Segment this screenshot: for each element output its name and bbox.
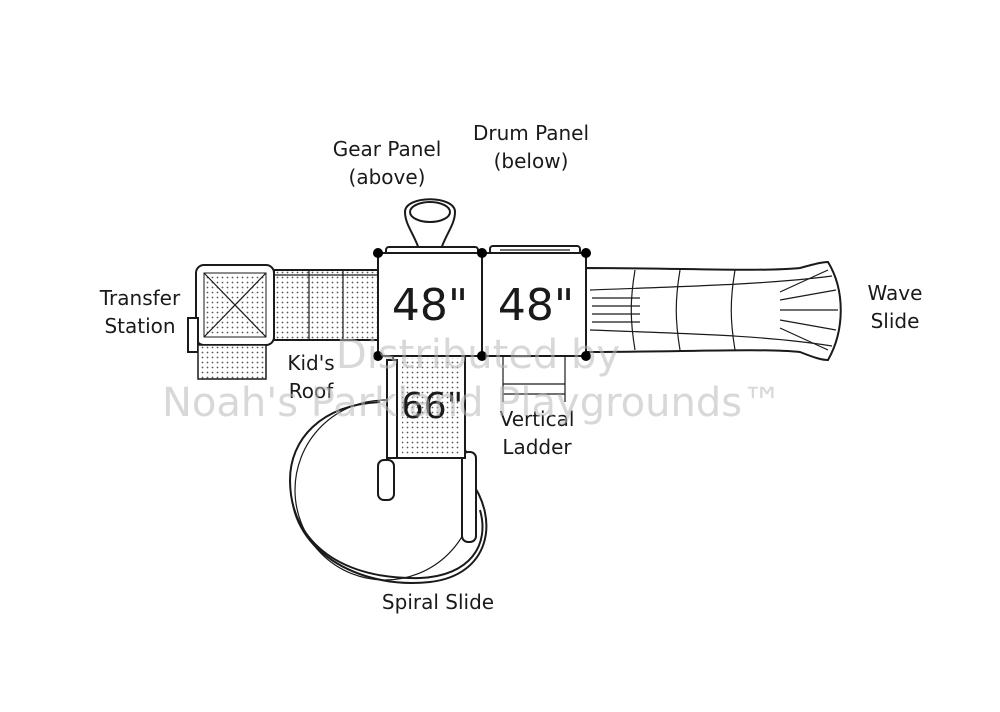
lower-deck-shape <box>386 355 466 459</box>
deck-right-height: 48" <box>498 280 574 331</box>
kids-roof-shape <box>273 269 379 341</box>
kids-roof-label: Kid's <box>287 351 334 375</box>
spiral-slide-label: Spiral Slide <box>382 590 494 614</box>
deck-post <box>373 351 383 361</box>
wave-slide-sublabel: Slide <box>871 309 920 333</box>
vertical-ladder-shape <box>502 356 566 402</box>
watermark-line-2: Noah's Parkland Playgrounds™ <box>162 380 782 426</box>
watermark-line-1: Distributed by <box>336 332 620 378</box>
deck-left-height: 48" <box>392 280 468 331</box>
vertical-ladder-sublabel: Ladder <box>502 435 572 459</box>
gear-panel-shape <box>385 198 479 256</box>
transfer-station-label: Transfer <box>99 286 181 310</box>
deck-post <box>477 248 487 258</box>
deck-post <box>581 248 591 258</box>
drum-panel-sublabel: (below) <box>494 149 569 173</box>
transfer-station-shape <box>187 264 275 380</box>
vertical-ladder-label: Vertical <box>500 407 575 431</box>
wave-slide-label: Wave <box>868 281 923 305</box>
deck-post <box>581 351 591 361</box>
kids-roof-sublabel: Roof <box>289 379 334 403</box>
spiral-slide-shape <box>288 399 488 584</box>
decks-shape <box>373 248 591 361</box>
deck-post <box>477 351 487 361</box>
transfer-station-sublabel: Station <box>104 314 175 338</box>
gear-panel-sublabel: (above) <box>349 165 426 189</box>
drum-panel-label: Drum Panel <box>473 121 589 145</box>
deck-post <box>373 248 383 258</box>
wave-slide-shape <box>585 260 842 362</box>
deck-lower-height: 66" <box>401 386 463 427</box>
gear-panel-label: Gear Panel <box>333 137 442 161</box>
